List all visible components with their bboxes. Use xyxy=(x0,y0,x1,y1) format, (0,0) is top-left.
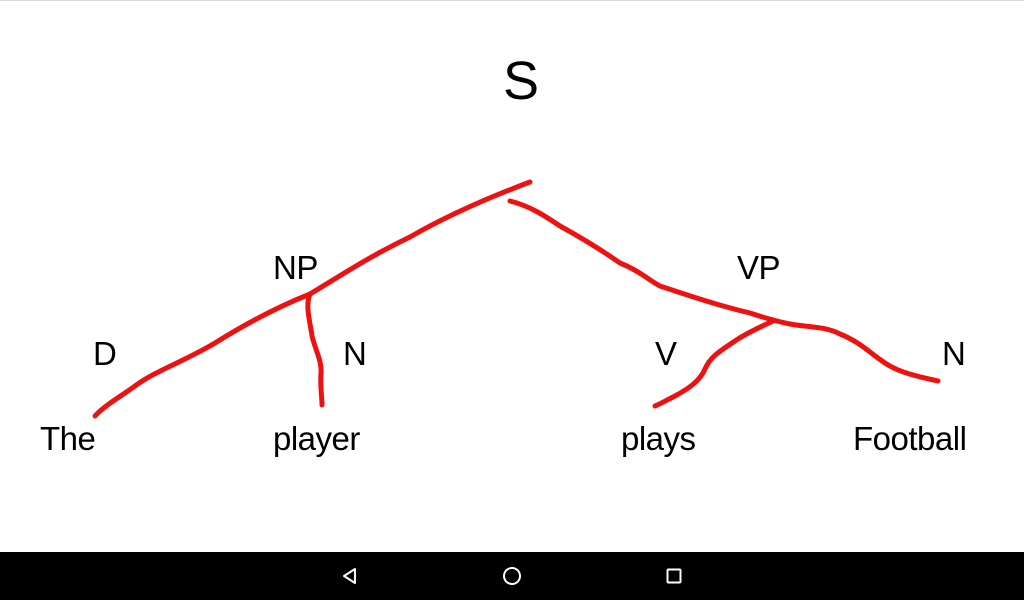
word-plays: plays xyxy=(621,420,696,457)
branch-np-n xyxy=(305,291,325,408)
word-football: Football xyxy=(853,420,967,457)
drawing-canvas[interactable]: S NP VP D N V N The player plays Footbal… xyxy=(0,0,1024,552)
branch-s-vp xyxy=(507,198,941,384)
node-label-np: NP xyxy=(273,249,318,286)
system-navigation-bar xyxy=(0,552,1024,600)
branch-vp-v xyxy=(652,318,776,409)
recents-button[interactable] xyxy=(644,552,704,600)
back-button[interactable] xyxy=(320,552,380,600)
circle-home-icon xyxy=(503,567,521,585)
word-the: The xyxy=(40,420,96,457)
parse-tree-drawing xyxy=(92,179,941,419)
node-label-n-subject: N xyxy=(343,335,367,372)
branch-s-np-d xyxy=(92,179,533,419)
node-label-n-object: N xyxy=(942,335,966,372)
node-label-s: S xyxy=(503,51,539,111)
triangle-back-icon xyxy=(343,568,356,584)
node-label-d: D xyxy=(93,335,117,372)
node-label-v: V xyxy=(655,335,677,372)
square-recents-icon xyxy=(666,568,682,584)
node-label-vp: VP xyxy=(737,249,781,286)
word-player: player xyxy=(273,420,360,457)
home-button[interactable] xyxy=(482,552,542,600)
